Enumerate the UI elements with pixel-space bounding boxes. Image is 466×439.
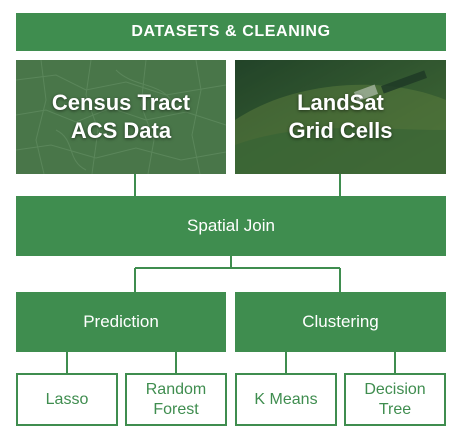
landsat-label: LandSat Grid Cells [288,90,393,143]
random-forest-label: Random Forest [145,380,207,418]
lasso-label: Lasso [45,390,89,408]
map-texture-image [16,60,226,174]
decision-tree-label: Decision Tree [364,380,426,418]
spatial-join-node: Spatial Join [16,196,446,256]
k-means-label: K Means [254,390,318,408]
satellite-image [235,60,446,174]
census-source-panel: Census Tract ACS Data [16,60,226,174]
spatial-join-label: Spatial Join [187,216,275,235]
census-label: Census Tract ACS Data [51,90,191,143]
lasso-node: Lasso [16,373,118,426]
landsat-source-panel: LandSat Grid Cells [235,60,446,174]
clustering-node: Clustering [235,292,446,352]
decision-tree-node: Decision Tree [344,373,446,426]
header-title: DATASETS & CLEANING [131,23,331,40]
prediction-node: Prediction [16,292,226,352]
k-means-node: K Means [235,373,337,426]
prediction-label: Prediction [83,312,159,331]
random-forest-node: Random Forest [125,373,227,426]
page-title: DATASETS & CLEANING [16,13,446,51]
clustering-label: Clustering [302,312,379,331]
